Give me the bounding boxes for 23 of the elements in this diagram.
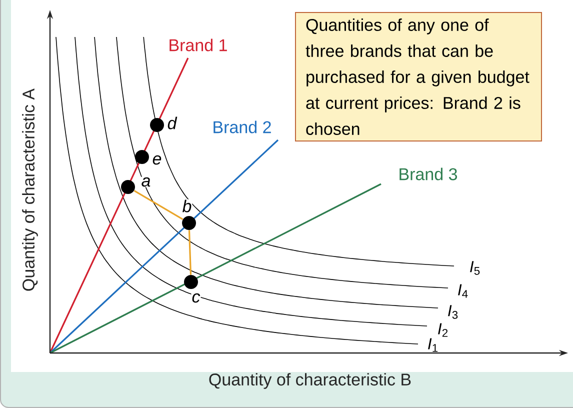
- point-dot: [121, 180, 135, 194]
- axis-label: Quantity of characteristic B: [209, 373, 411, 389]
- axis-label: Quantity of characteristic A: [22, 88, 38, 291]
- point-label: d: [168, 116, 178, 130]
- point-dot: [135, 150, 149, 164]
- connecting-line: [188, 230, 192, 275]
- point-dot: [150, 118, 164, 132]
- note-box: Quantities of any one of three brands that can be purchased for a given budget at current prices: Brand 2 is chosen: [295, 12, 542, 142]
- curve-label: I$_{2}$: [438, 323, 448, 337]
- curve-label: I$_{4}$: [458, 284, 468, 298]
- point-dot: [182, 216, 196, 230]
- curve-label: I$_{3}$: [448, 305, 458, 319]
- point-label: c: [192, 293, 200, 303]
- point-label: e: [152, 155, 162, 165]
- point-label: a: [142, 177, 150, 187]
- brand-label: Brand 2: [214, 120, 271, 134]
- point-dot: [184, 275, 198, 289]
- connecting-line: [134, 190, 184, 220]
- brand-label: Brand 1: [170, 38, 227, 52]
- curve-label: I$_{1}$: [428, 338, 438, 352]
- curve-label: I$_{5}$: [470, 261, 480, 275]
- point-label: b: [182, 200, 192, 212]
- brand-label: Brand 3: [400, 168, 457, 180]
